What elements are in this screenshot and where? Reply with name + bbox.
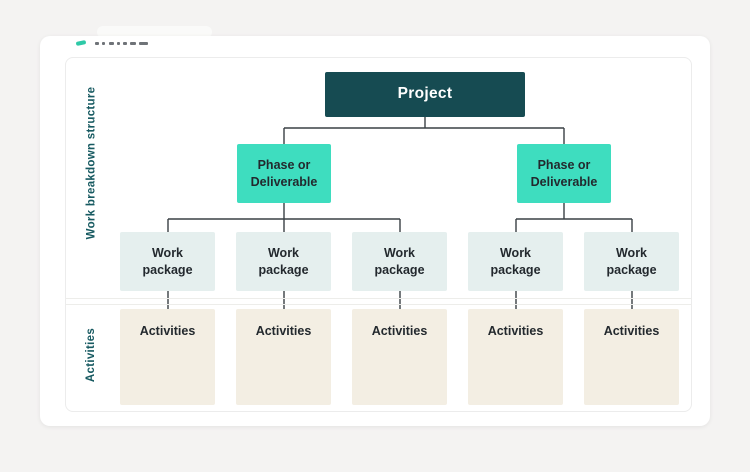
activities-label: Activities: [487, 324, 544, 338]
clipped-text-fragment: [123, 42, 127, 45]
phase-label: Phase or Deliverable: [250, 157, 318, 189]
band-divider-bottom: [66, 304, 691, 305]
work-package-label: Work package: [258, 245, 309, 277]
wbs-diagram-panel: Work breakdown structure Activities Proj…: [65, 57, 692, 412]
work-package-node: Work package: [236, 232, 331, 291]
side-label-work-breakdown-structure: Work breakdown structure: [70, 58, 112, 268]
clipped-text-fragment: [139, 42, 148, 45]
activities-label: Activities: [371, 324, 428, 338]
work-package-node: Work package: [468, 232, 563, 291]
check-fragment-icon: [75, 40, 87, 46]
work-package-label: Work package: [142, 245, 193, 277]
clipped-text-fragment: [130, 42, 136, 45]
work-package-label: Work package: [490, 245, 541, 277]
work-package-label: Work package: [374, 245, 425, 277]
activities-node: Activities: [584, 309, 679, 405]
clipped-text-fragment: [109, 42, 114, 45]
project-label: Project: [397, 85, 453, 103]
activities-node: Activities: [352, 309, 447, 405]
activities-node: Activities: [468, 309, 563, 405]
work-package-node: Work package: [352, 232, 447, 291]
activities-label: Activities: [255, 324, 312, 338]
side-label-activities: Activities: [70, 305, 112, 405]
work-package-node: Work package: [584, 232, 679, 291]
clipped-text-fragment: [117, 42, 120, 45]
content-card: Work breakdown structure Activities Proj…: [40, 36, 710, 426]
clipped-text-row: [40, 36, 710, 48]
side-label-text: Work breakdown structure: [85, 86, 97, 240]
clipped-text-fragment: [95, 42, 99, 45]
clipped-text-fragment: [102, 42, 105, 45]
work-package-label: Work package: [606, 245, 657, 277]
clipped-tab: [97, 26, 212, 38]
band-divider-top: [66, 298, 691, 299]
project-node: Project: [325, 72, 525, 117]
activities-node: Activities: [120, 309, 215, 405]
activities-label: Activities: [139, 324, 196, 338]
activities-node: Activities: [236, 309, 331, 405]
activities-label: Activities: [603, 324, 660, 338]
phase-label: Phase or Deliverable: [530, 157, 598, 189]
side-label-text: Activities: [85, 327, 98, 383]
phase-node: Phase or Deliverable: [517, 144, 611, 203]
work-package-node: Work package: [120, 232, 215, 291]
phase-node: Phase or Deliverable: [237, 144, 331, 203]
